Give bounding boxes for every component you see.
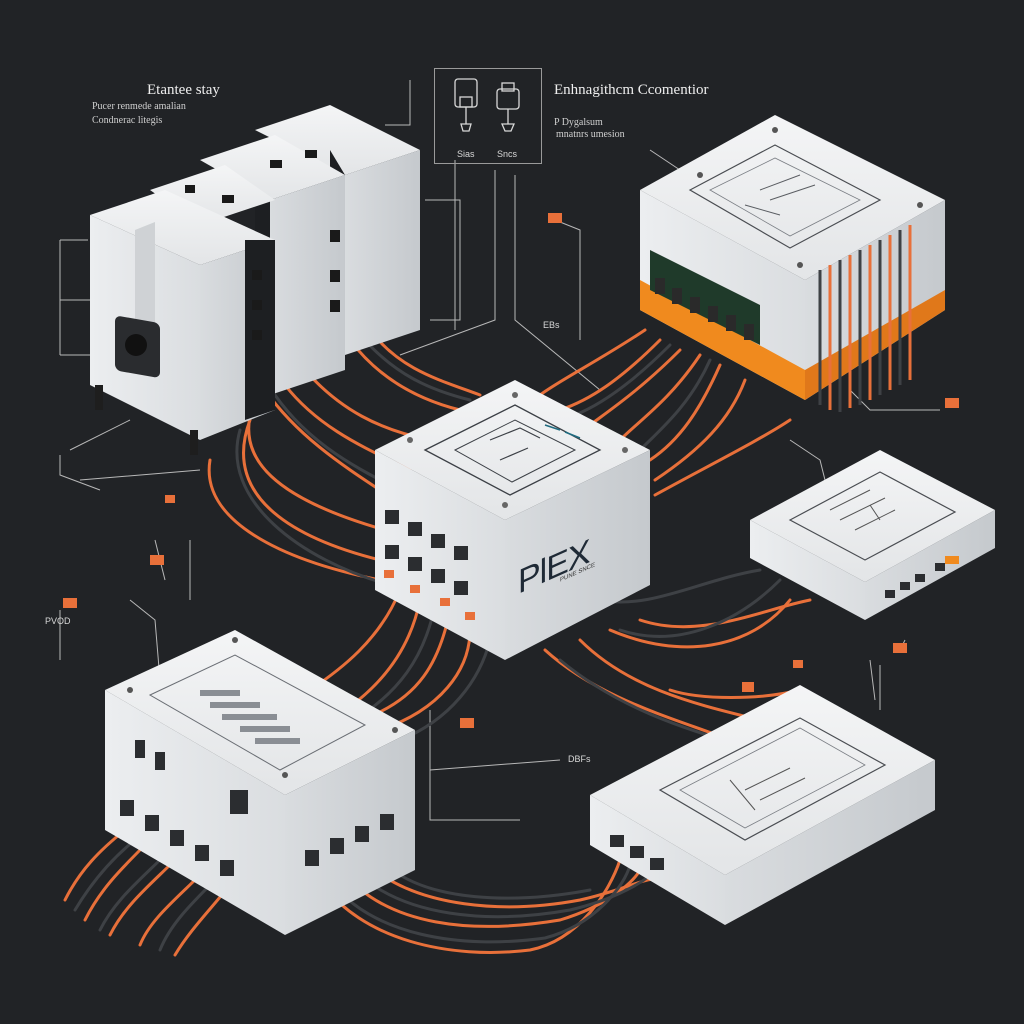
header-left-line-2: Condnerac litegis [92, 115, 163, 126]
header-right-line-2: mnatnrs umesion [556, 129, 625, 140]
connector-legend-icons [454, 78, 520, 132]
connector-tags [63, 213, 959, 728]
label-pvod: PVOD [45, 616, 71, 626]
legend-right-label: Sncs [497, 149, 518, 159]
legend-left-label: Sias [457, 149, 475, 159]
header-right-title: Enhnagithcm Ccomentior [554, 82, 709, 98]
label-ebs: EBs [543, 320, 560, 330]
legend-box: Sias Sncs [434, 68, 542, 164]
switch-center [375, 380, 650, 660]
device-bottom-right [590, 685, 935, 925]
header-left-title: Etantee stay [147, 82, 220, 98]
router-right [750, 450, 995, 620]
label-dbfs: DBFs [568, 754, 591, 764]
header-right-line-1: P Dygalsum [554, 117, 603, 128]
switch-bottom-left [105, 630, 415, 935]
server-stack-top-left [90, 105, 420, 455]
header-left-line-1: Pucer renmede amalian [92, 101, 186, 112]
controller-top-right [640, 115, 945, 412]
cables [63, 328, 812, 957]
guide-lines [59, 80, 940, 821]
